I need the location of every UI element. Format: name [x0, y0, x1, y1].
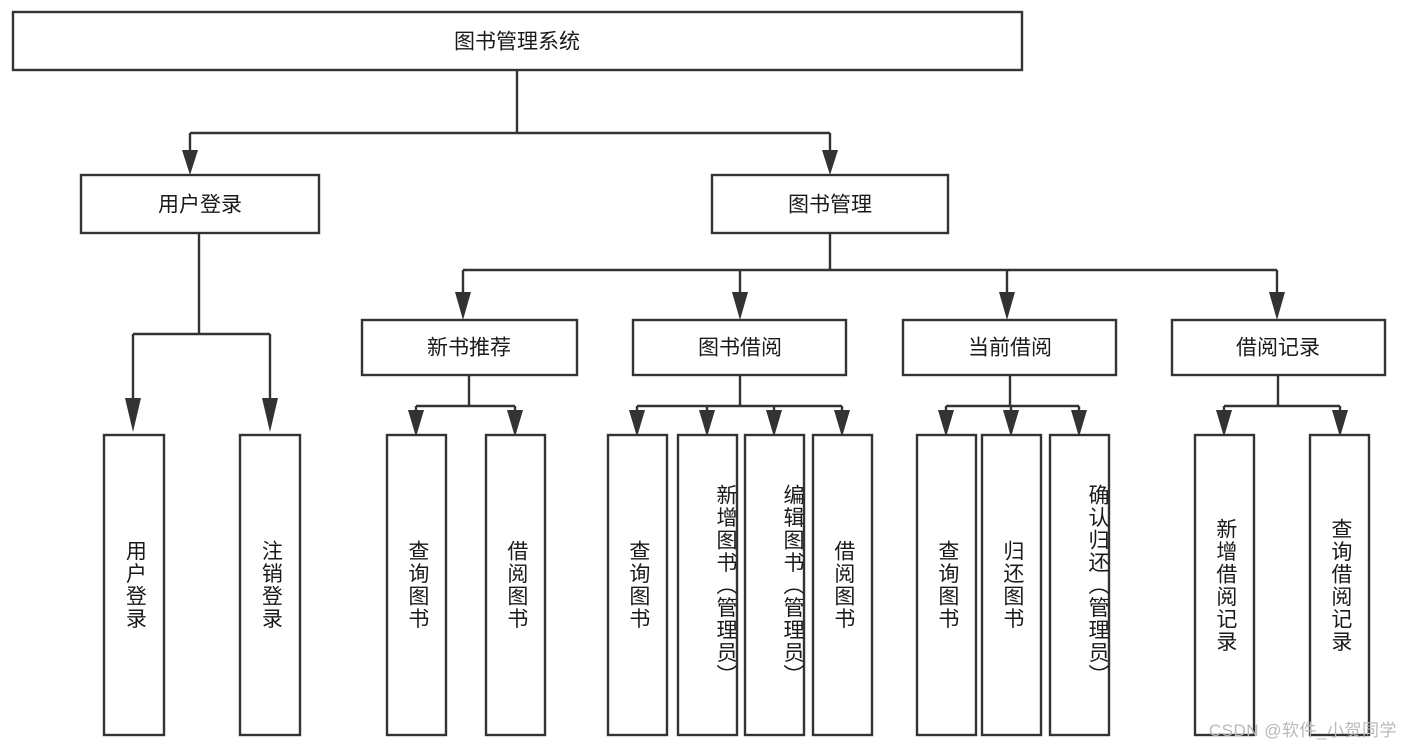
connectors-root-to-level2 — [182, 70, 838, 175]
node-borrow[interactable]: 图书借阅 — [631, 318, 848, 377]
node-login-box[interactable] — [79, 173, 321, 235]
connectors-borrow-to-leaves — [629, 375, 850, 437]
arrow-leaf11 — [1071, 410, 1087, 437]
node-leaf10-box[interactable] — [980, 433, 1043, 737]
node-bookmgmt[interactable]: 图书管理 — [710, 173, 950, 235]
connectors-bookmgmt-to-level3 — [455, 233, 1285, 320]
arrow-borrow — [732, 292, 748, 320]
node-login[interactable]: 用户登录 — [79, 173, 321, 235]
arrow-leaf3 — [408, 410, 424, 437]
arrow-leaf1 — [125, 398, 141, 432]
node-current-box[interactable] — [901, 318, 1118, 377]
arrow-to-login — [182, 150, 198, 175]
node-leaf8-box[interactable] — [811, 433, 874, 737]
arrow-leaf10 — [1003, 410, 1019, 437]
arrow-leaf5 — [629, 410, 645, 437]
node-leaf3-box[interactable] — [385, 433, 448, 737]
arrow-leaf8 — [834, 410, 850, 437]
node-leaf5-box[interactable] — [606, 433, 669, 737]
node-leaf12-box[interactable] — [1193, 433, 1256, 737]
connectors-record-to-leaves — [1216, 375, 1348, 437]
arrow-leaf12 — [1216, 410, 1232, 437]
node-current[interactable]: 当前借阅 — [901, 318, 1118, 377]
arrow-record — [1269, 292, 1285, 320]
connectors-current-to-leaves — [938, 375, 1087, 437]
node-newbook[interactable]: 新书推荐 — [360, 318, 579, 377]
node-leaf1-box[interactable] — [102, 433, 166, 737]
node-leaf7-box[interactable] — [743, 433, 806, 737]
node-leaf2-box[interactable] — [238, 433, 302, 737]
node-root-box[interactable] — [11, 10, 1024, 72]
leaf-boxes — [102, 433, 1371, 737]
node-leaf11-box[interactable] — [1048, 433, 1111, 737]
arrow-leaf4 — [507, 410, 523, 437]
node-borrow-label: 图书借阅 — [698, 337, 782, 360]
arrow-leaf9 — [938, 410, 954, 437]
node-record-label: 借阅记录 — [1236, 337, 1320, 360]
node-bookmgmt-box[interactable] — [710, 173, 950, 235]
node-leaf6-box[interactable] — [676, 433, 739, 737]
node-login-label: 用户登录 — [158, 194, 242, 217]
node-root[interactable]: 图书管理系统 — [11, 10, 1024, 72]
arrow-to-bookmgmt — [822, 150, 838, 175]
node-root-label: 图书管理系统 — [454, 31, 580, 54]
node-leaf4-box[interactable] — [484, 433, 547, 737]
csdn-watermark: CSDN @软件_小贺同学 — [1208, 721, 1397, 740]
node-newbook-box[interactable] — [360, 318, 579, 377]
arrow-leaf6 — [699, 410, 715, 437]
node-leaf9-box[interactable] — [915, 433, 978, 737]
node-bookmgmt-label: 图书管理 — [788, 194, 872, 217]
node-newbook-label: 新书推荐 — [427, 337, 511, 360]
node-borrow-box[interactable] — [631, 318, 848, 377]
node-leaf13-box[interactable] — [1308, 433, 1371, 737]
connectors-login-to-leaves — [125, 233, 278, 432]
arrow-leaf13 — [1332, 410, 1348, 437]
connectors-newbook-to-leaves — [408, 375, 523, 437]
arrow-newbook — [455, 292, 471, 320]
node-record[interactable]: 借阅记录 — [1170, 318, 1387, 377]
node-current-label: 当前借阅 — [968, 337, 1052, 360]
arrow-leaf2 — [262, 398, 278, 432]
arrow-current — [999, 292, 1015, 320]
arrow-leaf7 — [766, 410, 782, 437]
node-record-box[interactable] — [1170, 318, 1387, 377]
